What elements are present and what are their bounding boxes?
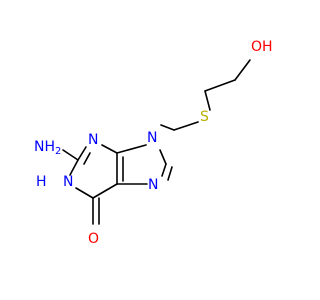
amino-group-label: NH2	[34, 139, 61, 157]
bond-n7-c8	[161, 163, 167, 177]
amino-group-text: NH	[34, 139, 55, 155]
bond-c6-n1	[75, 187, 94, 199]
ring-nitrogen-n1-label: N	[63, 174, 73, 190]
ring-nitrogen-n1-hydrogen-label: H	[36, 174, 47, 190]
sulfur-label: S	[200, 109, 209, 125]
bond-c2-n3	[77, 146, 87, 161]
bond-ch2-oh	[234, 59, 251, 81]
bond-s-ch2	[204, 90, 211, 111]
ring-nitrogen-n3-label: N	[88, 132, 98, 148]
bond-c4-n9	[116, 144, 147, 154]
molecule-structure: NH2 N N S OH N N H O	[34, 39, 273, 247]
carbonyl-oxygen-label: O	[88, 231, 99, 247]
bond-c5-c6	[92, 183, 118, 199]
bond-n7-c8-double	[167, 166, 173, 181]
bond-c2-n3-double	[83, 152, 91, 165]
ring-nitrogen-n9-label: N	[147, 130, 157, 146]
atom-layer: NH2 N N S OH N N H O	[34, 39, 273, 247]
bond-n3-c4	[101, 144, 118, 154]
bond-layer	[62, 59, 251, 225]
bond-ch2-s	[173, 121, 199, 131]
bond-ch2-ch2	[204, 79, 236, 92]
bond-c8-n9	[159, 149, 167, 165]
bond-n1-c2	[69, 159, 79, 176]
amino-group-subscript: 2	[55, 146, 61, 157]
bond-n9-ch2	[160, 124, 175, 131]
bond-amino-c2	[62, 149, 79, 161]
ring-nitrogen-n7-label: N	[148, 177, 158, 193]
hydroxyl-group-label: OH	[251, 39, 273, 55]
